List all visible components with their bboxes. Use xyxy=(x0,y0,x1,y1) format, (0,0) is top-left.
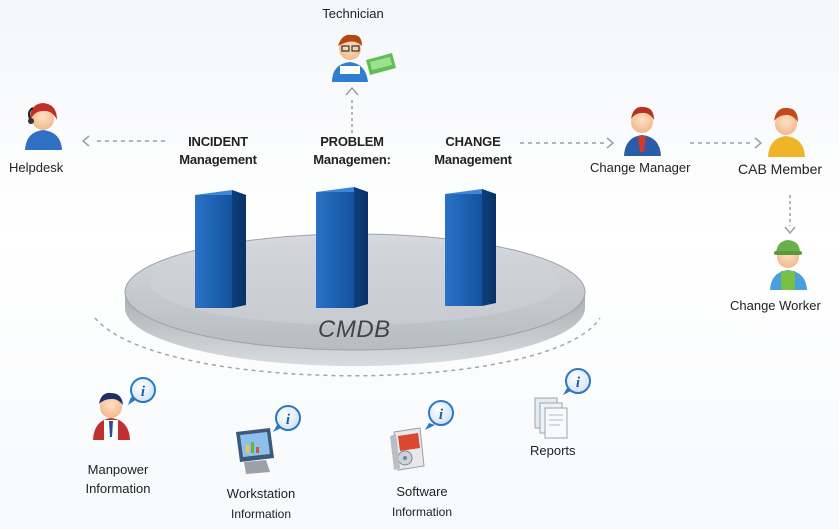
svg-text:i: i xyxy=(576,375,581,391)
problem-line1: PROBLEM xyxy=(320,134,384,149)
software-line1: Software xyxy=(396,484,448,499)
reports-documents-icon xyxy=(534,397,568,439)
helpdesk-person-icon xyxy=(25,103,62,150)
incident-line1: INCIDENT xyxy=(188,134,248,149)
problem-pillar xyxy=(316,187,368,308)
workstation-monitor-icon xyxy=(236,428,274,474)
software-line2: Information xyxy=(391,505,453,519)
cab-member-person-icon xyxy=(768,107,805,157)
incident-line2: Management xyxy=(179,152,257,167)
software-box-icon xyxy=(390,427,425,471)
change-line2: Management xyxy=(434,152,512,167)
technician-person-icon xyxy=(332,34,396,82)
change-manager-person-icon xyxy=(624,106,661,156)
workstation-line1: Workstation xyxy=(226,486,296,501)
workstation-info-badge-icon: i xyxy=(273,405,301,432)
manpower-person-icon xyxy=(93,392,130,440)
workstation-information-label: Workstation Information xyxy=(206,484,316,524)
svg-text:i: i xyxy=(141,384,146,400)
software-information-label: Software Information xyxy=(372,482,472,522)
incident-management-label: INCIDENT Management xyxy=(168,133,268,169)
change-manager-label: Change Manager xyxy=(590,160,691,175)
problem-line2: Managemen: xyxy=(313,152,391,167)
helpdesk-label: Helpdesk xyxy=(9,160,64,175)
cab-member-label: CAB Member xyxy=(738,161,823,177)
svg-text:i: i xyxy=(286,412,291,428)
change-worker-label: Change Worker xyxy=(730,298,821,313)
change-pillar xyxy=(445,189,496,306)
technician-label: Technician xyxy=(322,6,384,21)
reports-label: Reports xyxy=(530,443,576,458)
change-management-label: CHANGE Management xyxy=(423,133,523,169)
reports-info-badge-icon: i xyxy=(563,368,591,395)
manpower-info-badge-icon: i xyxy=(128,377,156,405)
manpower-line1: Manpower xyxy=(87,462,149,477)
manpower-information-label: Manpower Information xyxy=(68,460,168,498)
change-line1: CHANGE xyxy=(445,134,501,149)
workstation-line2: Information xyxy=(230,507,292,521)
software-info-badge-icon: i xyxy=(425,400,454,430)
manpower-line2: Information xyxy=(85,481,151,496)
incident-pillar xyxy=(195,190,246,308)
change-worker-person-icon xyxy=(770,240,807,290)
problem-management-label: PROBLEM Managemen: xyxy=(302,133,402,169)
cmdb-label: CMDB xyxy=(318,316,391,343)
connector-arrows xyxy=(81,86,796,235)
svg-text:i: i xyxy=(439,407,444,423)
information-flow-arc xyxy=(94,317,601,377)
